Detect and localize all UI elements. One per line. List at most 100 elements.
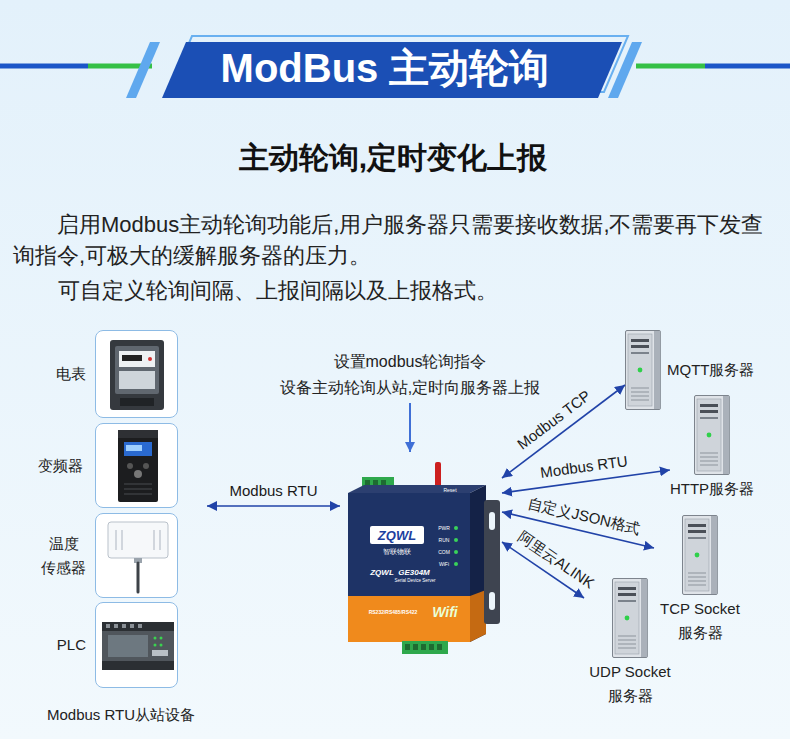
led-label: PWR — [438, 525, 450, 531]
sensor-picture — [116, 530, 160, 550]
inverter-picture — [143, 463, 149, 469]
plc-picture — [102, 622, 174, 670]
gateway-picture — [429, 644, 434, 650]
annotation: 设置modbus轮询指令 — [334, 352, 487, 371]
plc-picture — [106, 624, 142, 628]
paragraph: 可自定义轮询间隔、上报间隔以及上报格式。 — [58, 275, 498, 306]
gateway-picture — [381, 480, 386, 485]
sensor-picture — [159, 530, 161, 550]
device-box: PLC — [95, 602, 178, 688]
plc-picture — [102, 661, 174, 670]
inverter-picture — [126, 445, 142, 451]
device-box: 电表 — [95, 330, 178, 418]
plc-picture — [102, 622, 174, 631]
device-print: Wifi — [432, 604, 458, 621]
annotation-arrow — [410, 403, 411, 452]
device-box-fill — [95, 330, 178, 418]
plc-picture — [106, 624, 110, 628]
server-node: UDP Socket 服务器 — [584, 578, 676, 708]
header-band — [705, 64, 790, 69]
gateway-picture — [348, 485, 486, 493]
meter-picture — [148, 357, 152, 361]
plc-picture — [130, 624, 134, 628]
gateway-picture — [405, 644, 410, 650]
gateway-picture — [402, 641, 448, 654]
gateway-picture — [454, 538, 458, 542]
annotation-arrow — [409, 403, 411, 452]
annotation: 设备主动轮询从站,定时向服务器上报 — [280, 378, 540, 397]
sensor-picture — [108, 522, 168, 592]
header-band — [608, 42, 642, 98]
gateway-picture — [454, 526, 458, 530]
node-label: MQTT服务器 — [667, 360, 755, 380]
node-label: 温度 传感器 — [41, 532, 86, 580]
gateway-picture — [489, 512, 495, 530]
device-box: 温度 传感器 — [95, 513, 178, 598]
gateway-picture — [421, 644, 426, 650]
node-label: UDP Socket 服务器 — [584, 660, 676, 708]
subtitle: 主动轮询,定时变化上报 — [239, 140, 547, 176]
connector-label: 阿里云ALINK — [514, 528, 597, 593]
server-icon-slot — [682, 515, 718, 595]
plc-picture — [154, 637, 157, 640]
connector-label: Modbus RTU — [539, 452, 629, 482]
plc-picture — [122, 624, 126, 628]
device-print: ZQWL — [370, 568, 394, 578]
plc-picture — [152, 650, 168, 656]
plc-picture — [138, 624, 142, 628]
server-picture — [683, 516, 718, 595]
connector — [207, 505, 340, 507]
node-label: TCP Socket 服务器 — [654, 597, 746, 645]
node-label: PLC — [57, 633, 86, 657]
device-box-fill — [95, 330, 178, 688]
paragraph: 启用Modbus主动轮询功能后,用户服务器只需要接收数据,不需要再下发查询指令,… — [13, 209, 765, 271]
gateway-picture — [365, 480, 370, 485]
node-label: GE304M — [398, 569, 430, 577]
device-box: 变频器 — [95, 423, 178, 508]
gateway-picture — [405, 644, 442, 650]
led-label: COM — [438, 549, 450, 555]
connector-label: Modbus RTU — [229, 482, 317, 500]
plc-picture — [108, 635, 148, 657]
gateway-picture — [454, 550, 458, 554]
server-picture — [626, 331, 661, 410]
gateway-picture — [489, 592, 495, 610]
sensor-picture — [137, 563, 140, 592]
meter-picture — [110, 340, 164, 410]
node-label: ZQWL — [378, 529, 416, 542]
meter-picture — [115, 346, 159, 394]
device-box-fill — [95, 423, 178, 508]
plc-picture — [160, 644, 163, 647]
gateway-picture — [365, 480, 386, 485]
server-node: TCP Socket 服务器 — [654, 515, 746, 645]
sensor-picture — [115, 530, 117, 550]
server-node: HTTP服务器 — [670, 395, 754, 501]
gateway-picture — [348, 596, 470, 642]
node-label: HTTP服务器 — [670, 477, 754, 501]
header-band — [0, 64, 88, 69]
node-label: Serial Device Server — [394, 579, 435, 584]
gateway-picture — [348, 462, 500, 654]
node-label: 变频器 — [38, 454, 83, 478]
sensor-picture — [108, 522, 168, 558]
led-label: WiFi — [439, 561, 449, 567]
header-band — [0, 36, 790, 98]
gateway-picture — [437, 644, 442, 650]
gateway-device: ZQWL 智联物联 GE304M Serial Device Server — [340, 462, 502, 656]
plc-picture — [154, 644, 157, 647]
connector-label: 自定义JSON格式 — [526, 494, 642, 538]
gateway-picture — [413, 644, 418, 650]
device-group: Modbus RTU从站设备电表变频器温度 传感器PLC — [35, 326, 207, 724]
node-label: Modbus RTU从站设备 — [47, 706, 195, 724]
header-band — [162, 42, 622, 98]
inverter-picture — [134, 470, 142, 478]
inverter-picture — [118, 430, 158, 502]
inverter-picture — [118, 430, 158, 438]
gateway-picture — [373, 480, 378, 485]
inverter-picture — [124, 493, 152, 495]
meter-picture — [119, 371, 155, 389]
node-label: 智联物联 — [383, 548, 411, 555]
node-label: 电表 — [56, 362, 86, 386]
